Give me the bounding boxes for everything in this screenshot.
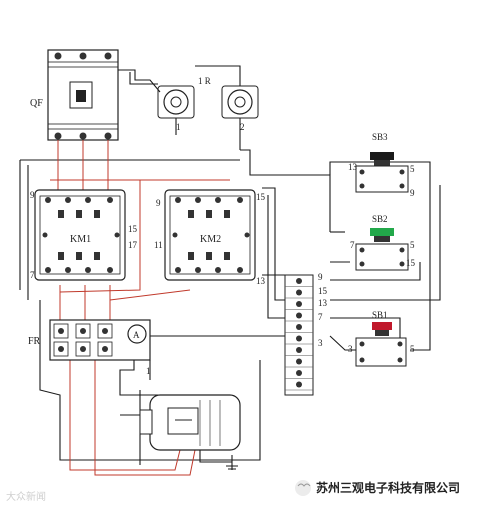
sb3-terminal-5: 5	[410, 164, 415, 174]
jr-relay-1	[157, 85, 195, 119]
km1-label: KM1	[70, 234, 91, 245]
km2-terminal-9: 9	[156, 198, 161, 208]
sb3-button	[355, 152, 409, 193]
terminal-9: 9	[318, 272, 323, 282]
jr-terminal-1: 1	[176, 122, 181, 132]
fr-label: FR	[28, 336, 41, 347]
fr-relay	[49, 319, 151, 361]
terminal-13: 13	[318, 298, 328, 308]
km1-contactor	[34, 189, 126, 281]
jr-relay-2	[221, 85, 259, 119]
sb3-terminal-9: 9	[410, 188, 415, 198]
sb2-button	[355, 228, 409, 271]
sb3-terminal-13: 13	[348, 162, 358, 172]
terminal-screw	[296, 278, 302, 284]
km1-terminal-17: 17	[128, 240, 138, 250]
motor	[139, 394, 241, 451]
km2-label: KM2	[200, 234, 221, 245]
km2-terminal-13: 13	[256, 276, 266, 286]
sb1-terminal-3: 3	[348, 344, 353, 354]
sb2-terminal-5: 5	[410, 240, 415, 250]
terminal-15: 15	[318, 286, 328, 296]
terminal-screw	[296, 324, 302, 330]
fr-terminal-1: 1	[146, 366, 151, 376]
sb1-button	[355, 322, 407, 367]
svg-text:苏州三观电子科技有限公司: 苏州三观电子科技有限公司	[316, 480, 460, 495]
km2-terminal-11: 11	[154, 240, 163, 250]
terminal-3: 3	[318, 338, 323, 348]
terminal-7: 7	[318, 312, 323, 322]
wires-red	[50, 140, 230, 476]
svg-text:大众新闻: 大众新闻	[6, 490, 46, 503]
terminal-screw	[296, 289, 302, 296]
sb1-terminal-5: 5	[410, 344, 415, 354]
terminal-screw	[296, 301, 302, 307]
qf-label: QF	[30, 98, 43, 109]
terminal-screw	[296, 335, 302, 342]
km1-terminal-9: 9	[30, 190, 35, 200]
watermark-left: 大众新闻	[6, 490, 46, 503]
jr-label: 1 R	[198, 76, 211, 86]
qf-breaker	[47, 49, 119, 141]
km2-terminal-15: 15	[256, 192, 266, 202]
sb2-label: SB2	[372, 214, 388, 224]
jr-terminal-2: 2	[240, 122, 245, 132]
sb3-label: SB3	[372, 132, 388, 142]
sb2-terminal-15: 15	[406, 258, 416, 268]
sb2-terminal-7: 7	[350, 240, 355, 250]
km2-contactor	[164, 189, 256, 281]
terminal-screw	[296, 358, 302, 365]
sb1-label: SB1	[372, 310, 388, 320]
terminal-screw	[296, 347, 302, 353]
ammeter	[127, 324, 147, 344]
terminal-screw	[296, 370, 302, 376]
watermark-right: 苏州三观电子科技有限公司	[295, 480, 460, 496]
km1-terminal-15: 15	[128, 224, 138, 234]
terminal-screw	[296, 312, 302, 319]
km1-terminal-7: 7	[30, 270, 35, 280]
ammeter-label: A	[133, 330, 140, 340]
terminal-screw	[296, 381, 302, 388]
